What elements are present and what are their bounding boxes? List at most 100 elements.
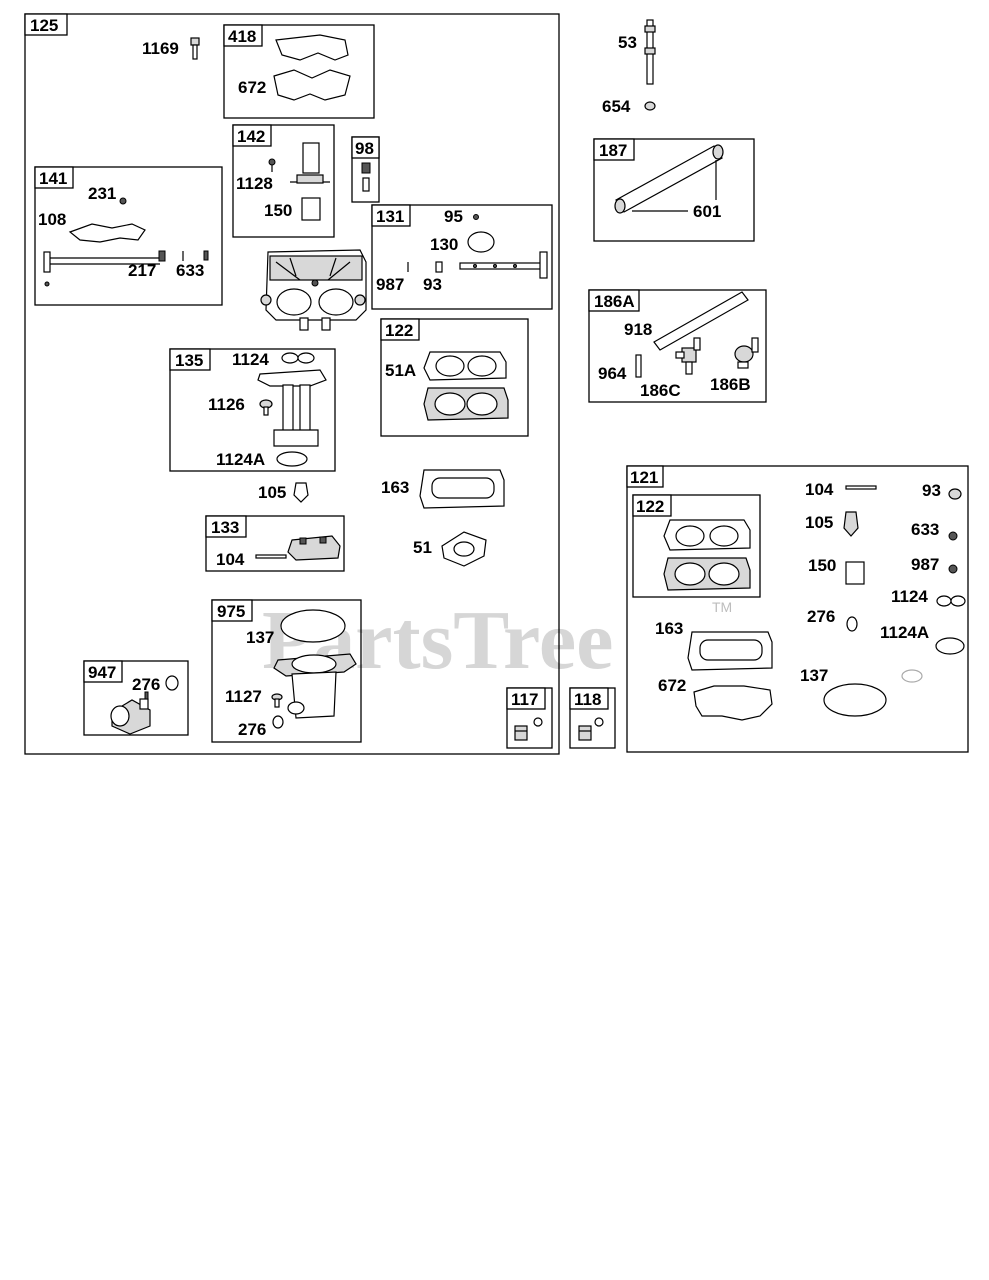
jet-icon bbox=[514, 717, 543, 741]
watermark-trademark: TM bbox=[712, 599, 732, 615]
assembly-box-135 bbox=[169, 348, 336, 472]
gasket-icon bbox=[687, 631, 773, 671]
assembly-tag-box-187 bbox=[593, 138, 635, 161]
assembly-tag-box-117 bbox=[506, 687, 546, 710]
adapter-icon bbox=[273, 653, 357, 719]
assembly-tag-box-141 bbox=[34, 166, 74, 189]
gasket-icon bbox=[423, 387, 509, 421]
assembly-tag-box-98 bbox=[351, 136, 380, 159]
carburetor-body-icon bbox=[260, 249, 367, 331]
part-label-1128: 1128 bbox=[236, 174, 273, 193]
assembly-box-131 bbox=[371, 204, 553, 310]
bracket-icon bbox=[268, 142, 330, 184]
part-label-217: 217 bbox=[128, 261, 156, 280]
part-label-633: 633 bbox=[176, 261, 204, 280]
gasket-icon bbox=[423, 351, 507, 381]
part-label-108: 108 bbox=[38, 210, 66, 229]
screw-icon bbox=[259, 399, 273, 416]
assembly-tag-117: 117 bbox=[511, 690, 538, 709]
part-label-276: 276 bbox=[238, 720, 266, 739]
o-ring-icon bbox=[823, 683, 887, 717]
assembly-tag-box-142 bbox=[232, 124, 272, 147]
part-label-1124A: 1124A bbox=[216, 450, 265, 469]
part-label-276: 276 bbox=[807, 607, 835, 626]
float-bowl-icon bbox=[257, 369, 327, 447]
part-label-51A: 51A bbox=[385, 361, 416, 380]
part-label-1127: 1127 bbox=[225, 687, 262, 706]
part-label-1169: 1169 bbox=[142, 39, 179, 58]
pin-icon bbox=[119, 197, 127, 205]
part-label-672: 672 bbox=[658, 676, 686, 695]
assembly-box-133 bbox=[205, 515, 345, 572]
part-label-231: 231 bbox=[88, 184, 116, 203]
assembly-tag-186A: 186A bbox=[594, 292, 635, 311]
pin-icon bbox=[845, 485, 877, 490]
assembly-box-121-122 bbox=[632, 494, 761, 598]
assembly-tag-box-947 bbox=[83, 660, 123, 683]
assembly-box-121 bbox=[626, 465, 969, 753]
assembly-tag-125: 125 bbox=[30, 16, 58, 35]
spring-icon bbox=[361, 162, 371, 192]
part-label-93: 93 bbox=[922, 481, 941, 500]
part-label-1124: 1124 bbox=[232, 350, 269, 369]
gasket-icon bbox=[663, 557, 751, 591]
washer-icon bbox=[901, 669, 923, 683]
clip-icon bbox=[203, 250, 209, 261]
fuel-tube-icon bbox=[614, 144, 724, 214]
part-label-104: 104 bbox=[216, 550, 245, 569]
part-label-105: 105 bbox=[258, 483, 286, 502]
jet-icon bbox=[578, 717, 604, 741]
part-label-1124: 1124 bbox=[891, 587, 928, 606]
o-ring-icon bbox=[165, 675, 179, 691]
gasket-icon bbox=[693, 685, 773, 721]
gasket-icon bbox=[441, 531, 487, 567]
part-label-163: 163 bbox=[381, 478, 409, 497]
pin-icon bbox=[473, 214, 479, 220]
plate-icon bbox=[301, 197, 321, 221]
assembly-box-418 bbox=[223, 24, 375, 119]
shaft-icon bbox=[459, 251, 548, 279]
assembly-tag-122: 122 bbox=[385, 321, 413, 340]
part-label-918: 918 bbox=[624, 320, 652, 339]
assembly-box-975 bbox=[211, 599, 362, 743]
part-label-186C: 186C bbox=[640, 381, 681, 400]
assembly-tag-box-131 bbox=[371, 204, 411, 227]
assembly-tag-box-135 bbox=[169, 348, 211, 371]
part-label-987: 987 bbox=[911, 555, 939, 574]
part-label-93: 93 bbox=[423, 275, 442, 294]
part-label-95: 95 bbox=[444, 207, 463, 226]
o-ring-icon bbox=[936, 595, 966, 607]
assembly-tag-box-125 bbox=[24, 13, 68, 36]
assembly-box-141 bbox=[34, 166, 223, 306]
assembly-tag-975: 975 bbox=[217, 602, 245, 621]
fitting-icon bbox=[675, 337, 701, 375]
spring-icon bbox=[158, 250, 166, 262]
part-label-964: 964 bbox=[598, 364, 627, 383]
pin-icon bbox=[635, 354, 642, 378]
part-label-633: 633 bbox=[911, 520, 939, 539]
part-label-654: 654 bbox=[602, 97, 631, 116]
needle-icon bbox=[843, 511, 859, 537]
assembly-tag-box-122 bbox=[380, 318, 420, 341]
part-label-51: 51 bbox=[413, 538, 432, 557]
assembly-tag-118: 118 bbox=[574, 690, 601, 709]
plate-icon bbox=[845, 561, 865, 585]
assembly-tag-187: 187 bbox=[599, 141, 627, 160]
float-icon bbox=[287, 535, 341, 561]
assembly-tag-box-975 bbox=[211, 599, 253, 622]
gasket-icon bbox=[273, 69, 351, 101]
o-ring-icon bbox=[846, 616, 858, 632]
part-label-1124A: 1124A bbox=[880, 623, 929, 642]
part-label-105: 105 bbox=[805, 513, 833, 532]
throttle-plate-icon bbox=[467, 231, 495, 253]
gasket-icon bbox=[663, 519, 751, 551]
o-ring-icon bbox=[935, 637, 965, 655]
assembly-box-122 bbox=[380, 318, 529, 437]
part-label-163: 163 bbox=[655, 619, 683, 638]
part-label-601: 601 bbox=[693, 202, 721, 221]
part-label-104: 104 bbox=[805, 480, 834, 499]
linkage-rod-icon bbox=[43, 251, 160, 287]
assembly-box-187 bbox=[593, 138, 755, 242]
assembly-tag-box-133 bbox=[205, 515, 247, 538]
